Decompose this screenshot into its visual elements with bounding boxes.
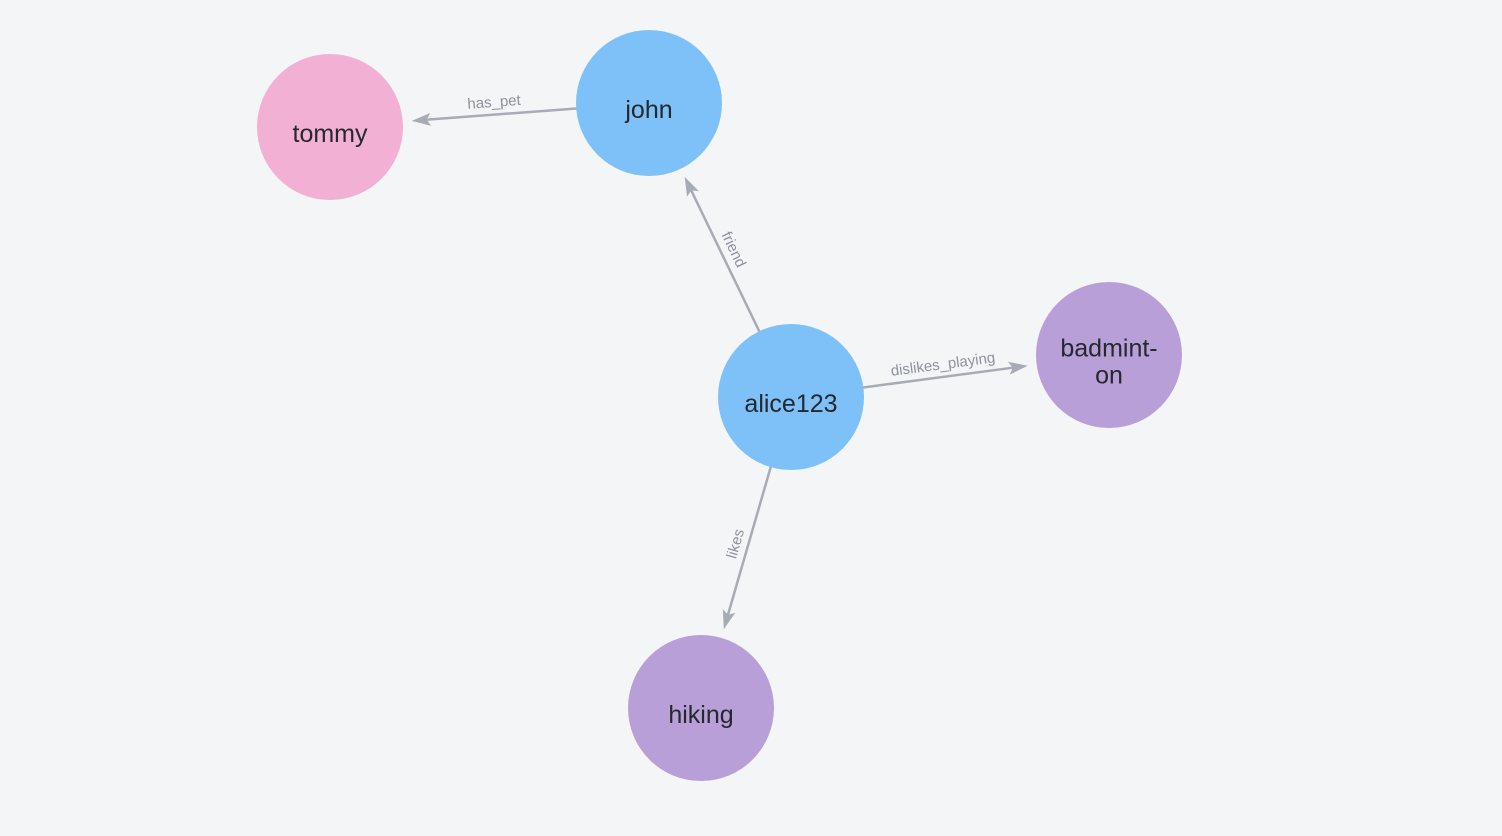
edge-alice123-badminton: dislikes_playing [861,349,1028,389]
edge-arrowhead-icon [722,609,736,630]
edge-arrowhead-icon [411,112,432,126]
edge-line[interactable] [689,188,762,334]
node-alice123[interactable]: alice123 [718,324,864,470]
node-circle[interactable] [718,324,864,470]
edge-label[interactable]: friend [718,229,750,270]
edge-john-tommy: has_pet [411,92,579,126]
edge-label[interactable]: dislikes_playing [890,349,996,380]
edge-alice123-john: friend [684,176,762,334]
node-circle[interactable] [576,30,722,176]
edge-line[interactable] [726,464,773,617]
node-hiking[interactable]: hiking [628,635,774,781]
edge-line[interactable] [861,366,1014,389]
node-badminton[interactable]: badmint-on [1036,282,1182,428]
node-tommy[interactable]: tommy [257,54,403,200]
node-circle[interactable] [628,635,774,781]
edge-arrowhead-icon [684,176,699,197]
edge-line[interactable] [425,107,579,122]
edge-arrowhead-icon [1008,361,1028,375]
edge-alice123-hiking: likes [722,464,773,630]
node-john[interactable]: john [576,30,722,176]
node-circle[interactable] [1036,282,1182,428]
node-circle[interactable] [257,54,403,200]
edge-label[interactable]: has_pet [467,92,522,113]
